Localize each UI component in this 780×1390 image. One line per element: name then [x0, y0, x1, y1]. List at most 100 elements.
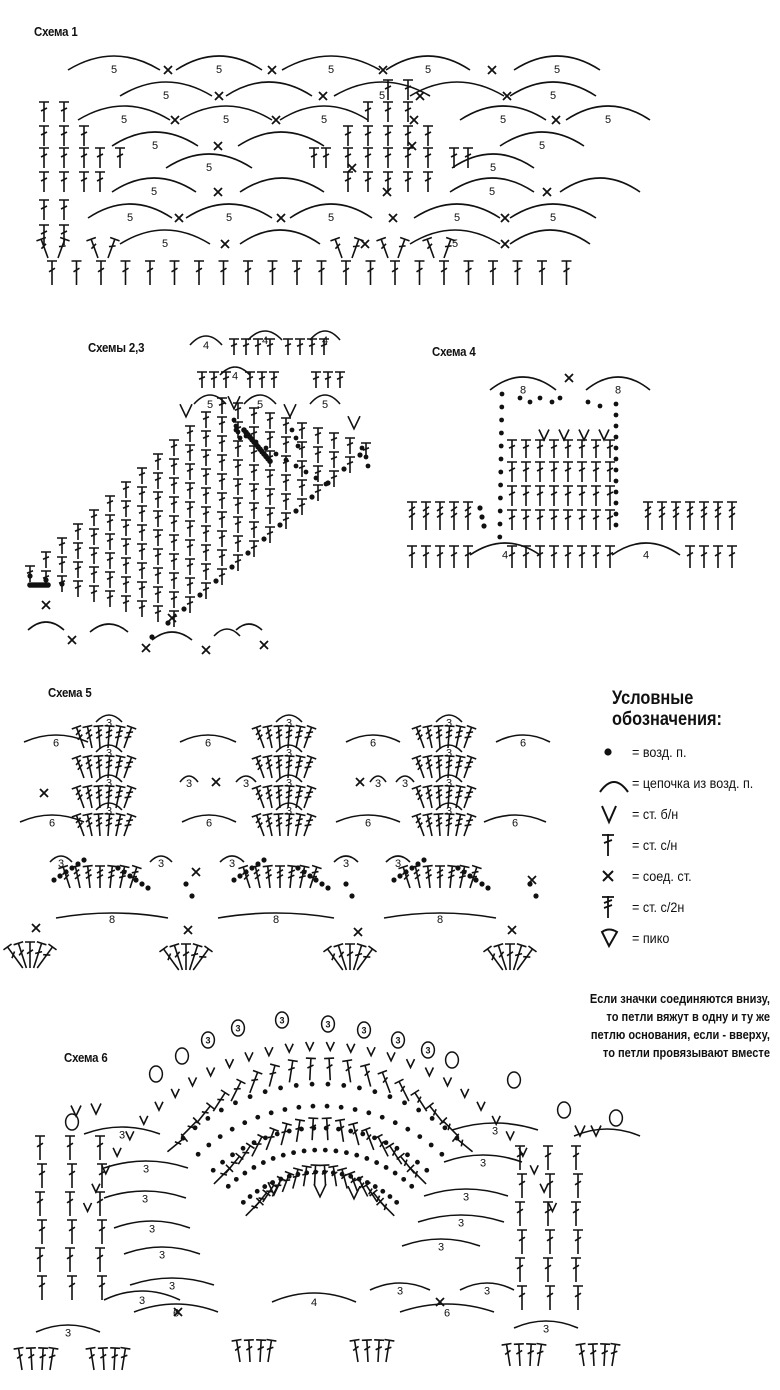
slip-stitch-mark [378, 65, 388, 75]
chain-arc-mark [247, 330, 283, 341]
double-crochet-mark [713, 545, 723, 568]
double-crochet-mark [243, 1338, 254, 1363]
double-crochet-mark [65, 1191, 75, 1216]
chain-arc-mark [413, 203, 501, 219]
double-crochet-mark [105, 552, 115, 569]
chain-dot-mark [322, 1147, 328, 1153]
double-crochet-mark [313, 484, 323, 501]
double-crochet-mark [249, 502, 259, 519]
double-crochet-mark [233, 554, 243, 571]
double-crochet-mark [86, 236, 99, 259]
double-crochet-mark [463, 545, 473, 568]
chain-dot-mark [274, 1131, 280, 1137]
chain-count-label: 3 [159, 1250, 165, 1262]
double-crochet-mark [515, 1145, 525, 1170]
picot-mark [390, 1031, 406, 1049]
double-crochet-mark [169, 572, 179, 589]
chain-dot-mark [613, 412, 619, 418]
double-crochet-mark [281, 493, 291, 510]
join-note-line-4: то петли провязывают вместе [602, 1045, 770, 1060]
treble-crochet-mark [422, 864, 433, 889]
double-crochet-mark [297, 498, 307, 515]
single-crochet-mark [70, 1105, 82, 1118]
single-crochet-mark [547, 1202, 558, 1214]
double-crochet-mark [535, 545, 545, 568]
treble-crochet-mark [250, 864, 261, 889]
chain-arc-mark [417, 1214, 505, 1223]
chain-arc-mark [495, 734, 551, 743]
chain-arc-mark [95, 744, 123, 753]
chain-dot-mark [498, 443, 504, 449]
double-crochet-mark [577, 545, 587, 568]
double-crochet-mark [591, 439, 601, 458]
chain-dot-mark [421, 857, 427, 863]
chain-dot-mark [392, 1120, 398, 1126]
picot-mark [608, 1109, 624, 1127]
double-crochet-mark [79, 125, 89, 146]
double-crochet-mark [351, 236, 364, 259]
chain-dot-mark [325, 1081, 331, 1087]
double-crochet-mark [407, 545, 417, 568]
slip-stitch-mark [409, 115, 419, 125]
double-crochet-mark [137, 467, 147, 484]
double-crochet-mark [59, 199, 69, 220]
chain-count-label: 3 [143, 1164, 149, 1176]
double-crochet-mark [577, 485, 587, 506]
double-crochet-mark [59, 101, 69, 122]
chain-arc-mark [119, 229, 211, 245]
treble-crochet-mark [104, 754, 115, 779]
chain-count-label: 3 [106, 718, 112, 730]
chain-dot-mark [498, 456, 504, 462]
double-crochet-mark [110, 1346, 121, 1371]
chain-arc-mark [275, 714, 303, 723]
double-crochet-mark [385, 1142, 403, 1165]
double-crochet-mark [563, 461, 573, 482]
double-crochet-mark [185, 539, 195, 556]
chain-dot-mark [537, 395, 543, 401]
double-crochet-mark [517, 1229, 527, 1254]
double-crochet-mark [403, 125, 413, 146]
chain-dot-mark [51, 877, 57, 883]
double-crochet-mark [365, 260, 376, 285]
chain-arc-mark [213, 628, 241, 637]
chain-dot-mark [231, 877, 237, 883]
double-crochet-mark [297, 479, 307, 496]
chain-dot-mark [497, 521, 503, 527]
single-crochet-mark [529, 1164, 539, 1176]
slip-stitch-mark [67, 635, 77, 645]
chain-dot-mark [27, 573, 33, 579]
double-crochet-mark [295, 338, 305, 355]
slip-stitch-mark [382, 187, 392, 197]
double-crochet-mark [48, 1346, 59, 1371]
single-crochet-mark [179, 403, 193, 419]
double-crochet-mark [512, 942, 527, 971]
double-crochet-mark [384, 1338, 395, 1363]
single-crochet-mark [442, 1077, 453, 1088]
chain-count-label: 5 [151, 186, 157, 198]
chain-count-label: 3 [119, 1130, 125, 1142]
chain-dot-mark [479, 881, 485, 887]
chain-arc-mark [239, 229, 321, 245]
chain-dot-mark [261, 536, 267, 542]
double-crochet-mark [3, 943, 24, 969]
single-crochet-mark [227, 395, 241, 411]
double-crochet-mark [297, 422, 307, 439]
double-crochet-mark [185, 482, 195, 499]
chain-dot-mark [218, 1107, 224, 1113]
double-crochet-mark [313, 427, 323, 444]
slip-stitch-mark [211, 777, 221, 787]
chain-count-label: 5 [500, 114, 506, 126]
chain-dot-mark [45, 582, 51, 588]
chain-arc-mark [565, 105, 651, 121]
chain-dot-mark [442, 1125, 448, 1131]
chain-dot-mark [235, 429, 241, 435]
double-crochet-mark [605, 461, 615, 482]
chain-dot-mark [69, 865, 75, 871]
double-crochet-mark [439, 1116, 460, 1138]
chain-dot-mark [233, 1176, 239, 1182]
double-crochet-mark [526, 1342, 537, 1367]
double-crochet-mark [363, 125, 373, 146]
double-crochet-mark [605, 509, 615, 530]
treble-crochet-mark [454, 724, 466, 749]
treble-crochet-mark [93, 812, 104, 837]
